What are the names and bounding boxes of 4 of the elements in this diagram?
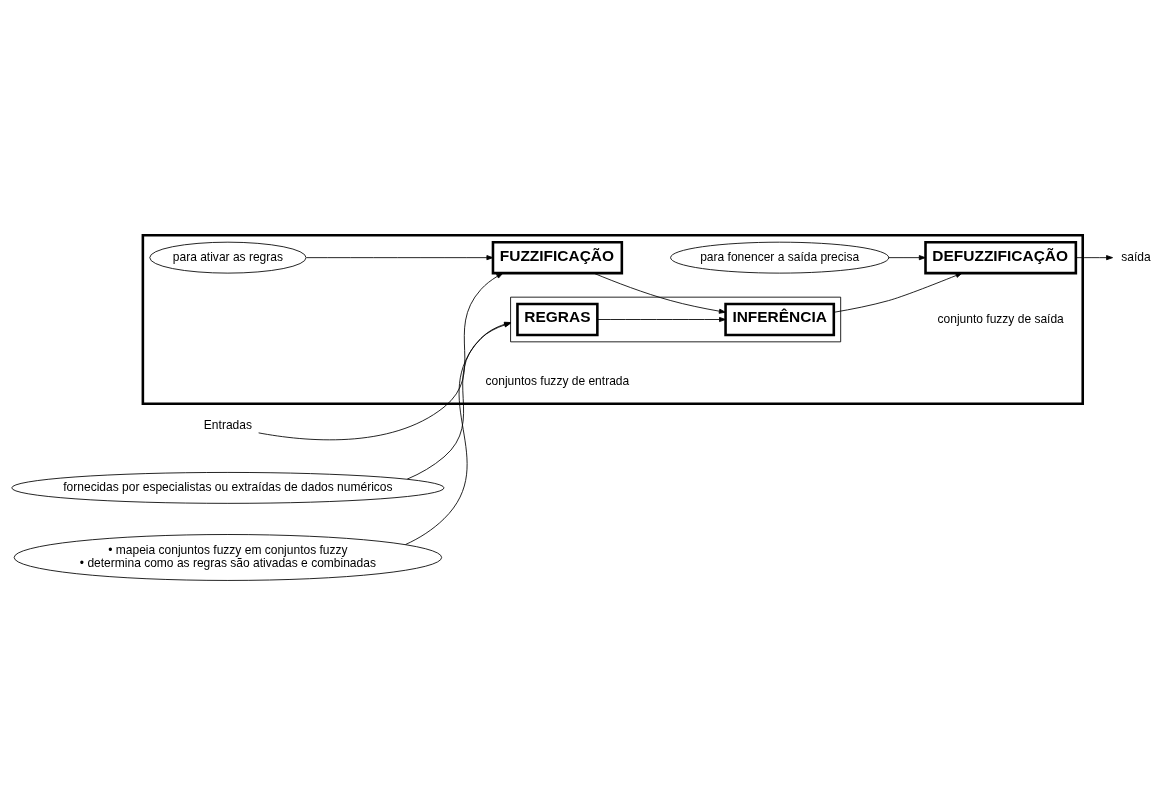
label: conjunto fuzzy de saída [937,311,1064,326]
node-text: Entradas [203,418,252,433]
label: conjuntos fuzzy de entrada [485,373,630,388]
node-text: saída [1121,249,1151,264]
